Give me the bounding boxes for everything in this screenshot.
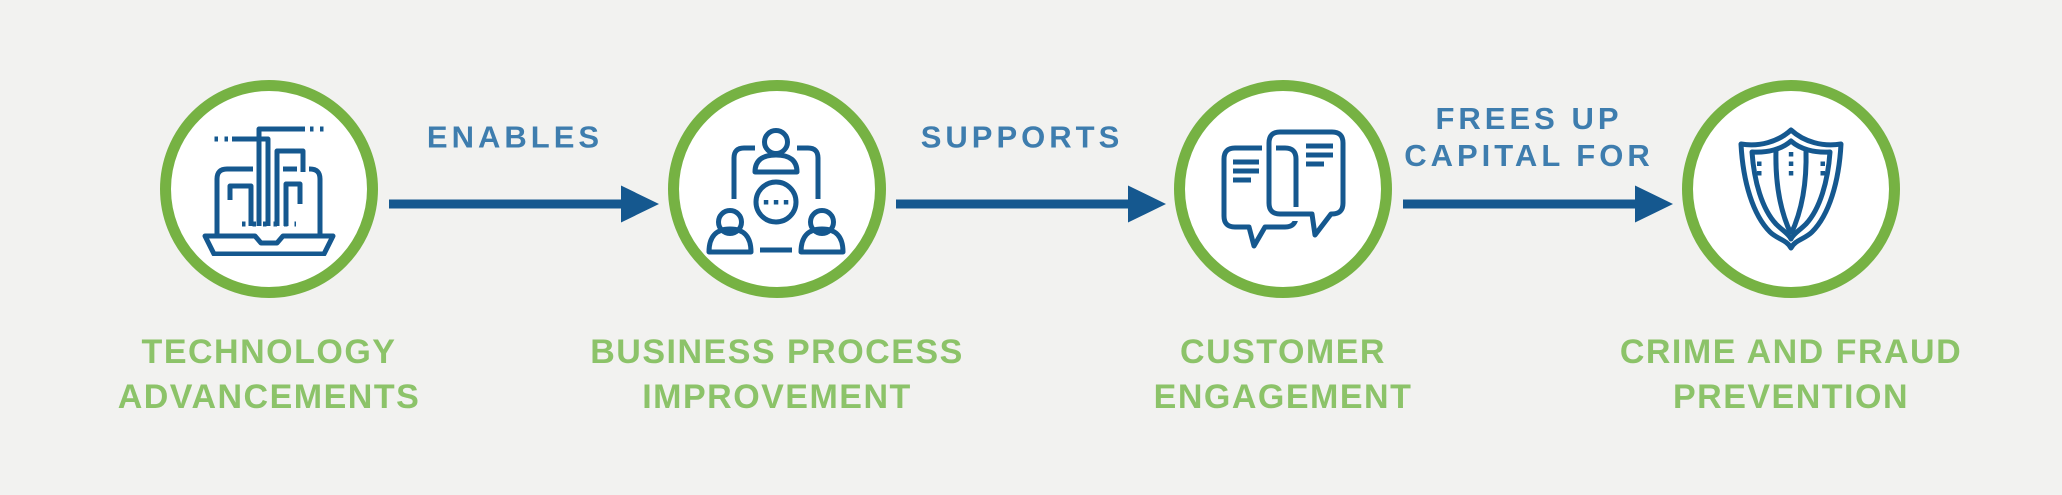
step-label-line: PREVENTION (1672, 378, 1910, 416)
step-label-line: IMPROVEMENT (642, 378, 912, 416)
step-label-line: BUSINESS PROCESS (590, 333, 964, 371)
step-circle-customer-engagement (1174, 80, 1392, 298)
step-circle-crime-fraud-prevention (1682, 80, 1900, 298)
step-label-line: ADVANCEMENTS (117, 378, 421, 416)
connector-label: ENABLES (365, 119, 665, 156)
people-collaboration-icon (706, 127, 845, 254)
connector-label-line: FREES UP (1435, 101, 1623, 136)
connector-label-line: ENABLES (426, 119, 604, 155)
step-label-line: ENGAGEMENT (1153, 378, 1413, 416)
step-circle-technology (160, 80, 378, 298)
connector-label-line: CAPITAL FOR (1404, 138, 1654, 173)
connector-label: FREES UP CAPITAL FOR (1379, 100, 1679, 174)
step-label-line: CRIME AND FRAUD (1619, 333, 1963, 371)
step-label-line: CUSTOMER (1180, 333, 1386, 371)
step-label-technology: TECHNOLOGY ADVANCEMENTS (9, 330, 529, 420)
step-circle-business-process (668, 80, 886, 298)
arrow-right-icon (389, 185, 659, 223)
arrow-right-icon (1403, 185, 1673, 223)
chat-bubbles-icon (1221, 125, 1350, 249)
connector-frees-up-capital: FREES UP CAPITAL FOR (1387, 0, 1687, 300)
step-label-business-process: BUSINESS PROCESS IMPROVEMENT (517, 330, 1037, 420)
connector-supports: SUPPORTS (880, 0, 1180, 300)
laptop-circuit-icon (202, 123, 336, 256)
step-label-customer-engagement: CUSTOMER ENGAGEMENT (1023, 330, 1543, 420)
step-label-crime-fraud-prevention: CRIME AND FRAUD PREVENTION (1531, 330, 2051, 420)
shield-icon (1738, 127, 1844, 251)
connector-enables: ENABLES (373, 0, 673, 300)
connector-label: SUPPORTS (872, 119, 1172, 156)
step-label-line: TECHNOLOGY (141, 333, 397, 371)
arrow-right-icon (896, 185, 1166, 223)
connector-label-line: SUPPORTS (920, 119, 1124, 155)
